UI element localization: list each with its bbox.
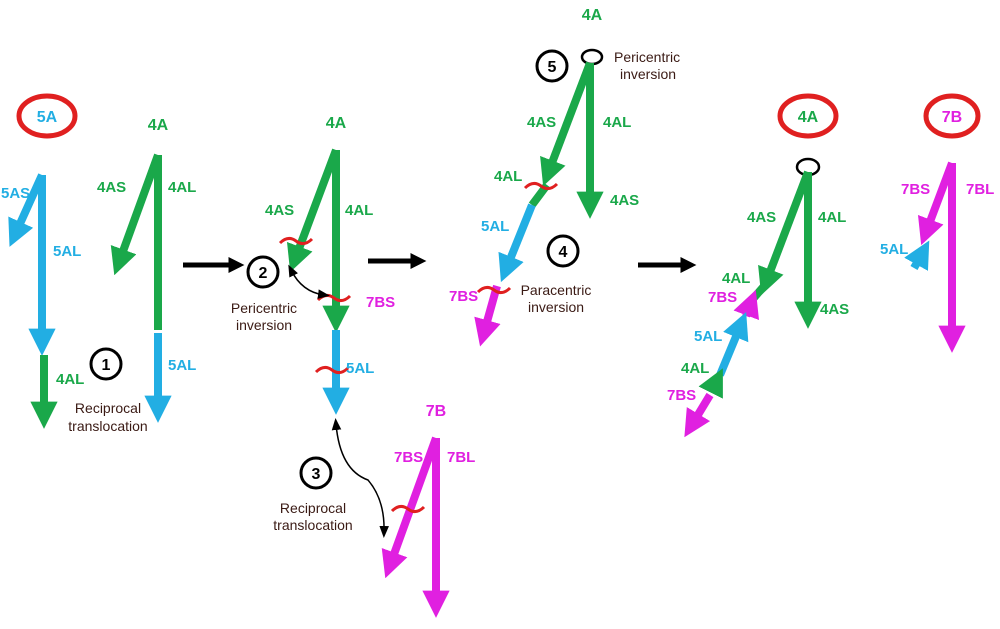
chromosome-5a-highlight-circle [16,93,78,139]
step-1-label-line1: Reciprocal [75,400,141,416]
chromosome-5a-short-arm [8,173,46,247]
final-7b-5al-label: 5AL [880,241,908,258]
step-2-circle [246,255,280,289]
final-4a-segment-4al-label: 4AL [722,270,750,287]
final-4a-7bs-lower-segment [684,392,714,438]
translocation-swap-arrow [331,418,389,538]
step-3-circle [299,456,333,490]
final-7b: 7B 7BS 7BL 5AL [880,93,994,353]
final-4a-segment-7bs-lower-label: 7BS [667,387,696,404]
stage4-4as-label: 4AS [527,114,556,131]
step-5-label-line2: inversion [620,66,676,82]
final-7b-5al-segment [904,240,930,271]
stage4-segment-7bs-label: 7BS [449,288,478,305]
stage4-4al-label: 4AL [603,114,631,131]
step-2-label-line1: Pericentric [231,300,297,316]
final-7b-7bl-label: 7BL [966,181,994,198]
chromosome-5a-short-arm-label: 5AS [1,185,30,202]
breakpoint-7bs [390,504,426,514]
final-4a-distal-4as-label: 4AS [820,301,849,318]
breakpoint-4al [316,293,352,303]
stage4-breakpoint-upper [523,181,559,191]
final-4a-highlight-circle [777,93,839,139]
stage4-segment-5al-label: 5AL [481,218,509,235]
chromosome-4a-translocated-label: 5AL [168,357,196,374]
final-7b-highlight-circle [923,93,981,139]
step-5-number: 5 [548,59,557,76]
final-4a-name: 4A [798,109,819,126]
stage2-7bs-label: 7BS [366,294,395,311]
step-4-label-line2: inversion [528,299,584,315]
step-5-label-line1: Pericentric [614,49,680,65]
final-4a-segment-7bs-label: 7BS [708,289,737,306]
final-4a-4as-arm [758,170,812,296]
stage2-4as-label: 4AS [265,202,294,219]
chromosome-4a-short-arm-label: 4AS [97,179,126,196]
step-1-number: 1 [102,357,111,374]
step-1-label-line2: translocation [68,418,147,434]
final-4a-segment-4al-lower-label: 4AL [681,360,709,377]
stage4-5al-segment [498,203,536,283]
final-4a: 4A 4AS 4AL 4AS 4AL 7BS 5AL 4AL 7BS [667,93,849,438]
chromosome-5a-translocated-label: 4AL [56,371,84,388]
stage3-7b-short-arm [381,436,440,579]
chromosome-4a-name: 4A [148,117,169,134]
stage2-chromosome-4a-name: 4A [326,115,347,132]
stage4-segment-4al-label: 4AL [494,168,522,185]
stage-3: 7B 7BS 7BL 3 Reciprocal translocation [273,403,475,618]
final-4a-4al-label: 4AL [818,209,846,226]
final-7b-7bs-label: 7BS [901,181,930,198]
stage3-7bs-label: 7BS [394,449,423,466]
stage3-7bl-label: 7BL [447,449,475,466]
step-4-label-line1: Paracentric [521,282,592,298]
stage-2: 4A 4AS 4AL 7BS 5AL 2 Pericentric inversi… [231,115,395,415]
stage4-breakpoint-lower [476,285,512,295]
final-4a-7bs-segment [733,289,760,321]
final-4a-segment-5al-label: 5AL [694,328,722,345]
final-4a-4al-lower-segment [698,368,723,399]
chromosome-5a-name: 5A [37,109,58,126]
step-1-circle [89,347,123,381]
final-4a-4al-segment [748,282,769,303]
breakpoint-4as [278,236,314,246]
final-7b-7bs-arm [917,161,956,246]
chromosome-4a-long-arm-label: 4AL [168,179,196,196]
step-3-number: 3 [312,466,321,483]
stage2-4a-short-arm [286,148,340,273]
stage4-7bs-segment [474,284,501,347]
step-4-number: 4 [559,244,568,261]
step-2-label-line2: inversion [236,317,292,333]
stage2-4al-label: 4AL [345,202,373,219]
step-5-circle [535,49,569,83]
inversion-swap-arrow [288,264,330,299]
chromosome-5a-long-arm-label: 5AL [53,243,81,260]
stage3-chromosome-7b-name: 7B [426,403,446,420]
stage4-centromere-circle [580,48,604,66]
final-7b-name: 7B [942,109,962,126]
final-4a-5al-segment [716,311,749,377]
step-2-number: 2 [259,265,268,282]
step-3-label-line1: Reciprocal [280,500,346,516]
breakpoint-5al [314,365,350,375]
final-4a-4as-label: 4AS [747,209,776,226]
stage4-chromosome-4a-name: 4A [582,7,603,24]
stage-1: 5A 5AS 5AL 4AL 4A 4AS 4AL 5AL 1 Reciproc… [1,93,196,434]
stage-4: 4A 4AS 4AL 4AS 4AL 5AL 7BS 5 Pericentric… [449,7,680,347]
stage4-distal-4as-label: 4AS [610,192,639,209]
stage2-5al-label: 5AL [346,360,374,377]
step-3-label-line2: translocation [273,517,352,533]
stage4-4as-arm [540,61,594,187]
step-4-circle [546,234,580,268]
chromosome-4a-short-arm [110,153,162,276]
